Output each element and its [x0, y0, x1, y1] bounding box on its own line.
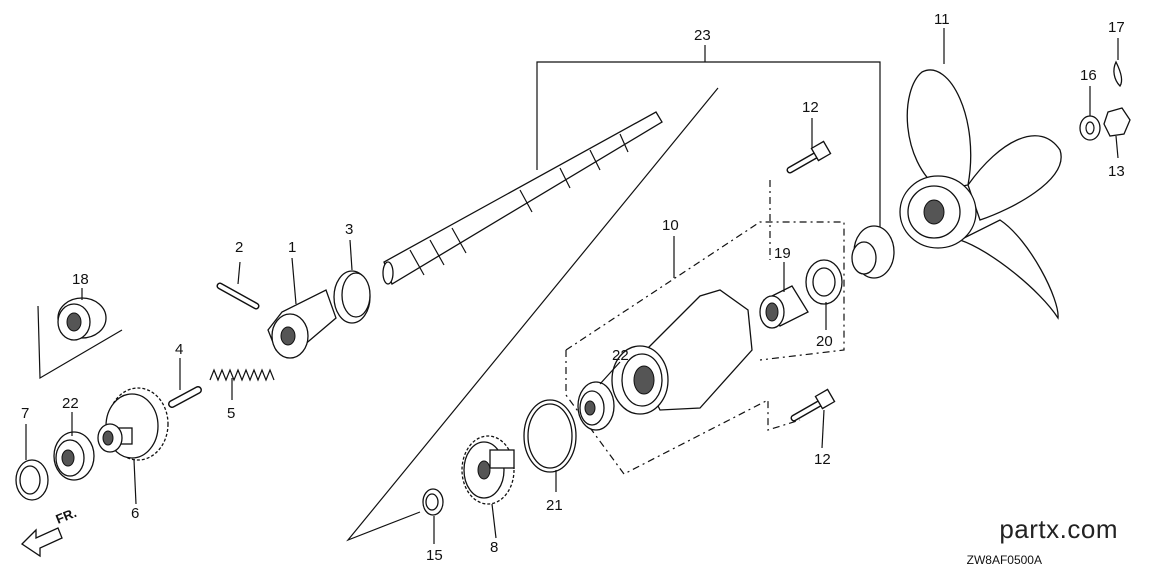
callout-8: 8 — [490, 539, 498, 556]
callout-7: 7 — [21, 405, 29, 422]
bearing-22-right — [577, 381, 615, 431]
callout-22-left: 22 — [62, 395, 79, 412]
gear-6 — [97, 387, 169, 461]
gear-8 — [461, 435, 515, 505]
callout-10: 10 — [662, 217, 679, 234]
guide-triangle — [346, 87, 719, 542]
diagram-code: ZW8AF0500A — [966, 553, 1042, 567]
callout-23: 23 — [694, 27, 711, 44]
front-direction-arrow-icon — [20, 527, 63, 558]
front-direction-label: FR. — [54, 505, 79, 527]
bracket-10-upper — [565, 221, 845, 361]
bracket-18 — [37, 305, 123, 380]
callout-1: 1 — [288, 239, 296, 256]
bracket-23 — [536, 61, 881, 230]
seal-20 — [805, 259, 843, 305]
callout-17: 17 — [1108, 19, 1125, 36]
washer-16 — [1079, 115, 1101, 141]
callout-3: 3 — [345, 221, 353, 238]
callout-6: 6 — [131, 505, 139, 522]
callout-13: 13 — [1108, 163, 1125, 180]
bolt-12-bottom — [790, 388, 836, 422]
callout-12-bottom: 12 — [814, 451, 831, 468]
callout-5: 5 — [227, 405, 235, 422]
propeller-shaft — [382, 111, 663, 285]
bearing-18 — [57, 297, 107, 341]
callout-12-top: 12 — [802, 99, 819, 116]
propeller-11 — [899, 69, 1062, 320]
callout-2: 2 — [235, 239, 243, 256]
bearing-holder-10 — [611, 289, 753, 415]
washer-7 — [15, 459, 49, 501]
o-ring-21 — [523, 399, 577, 473]
callout-4: 4 — [175, 341, 183, 358]
cotter-pin-17 — [1113, 60, 1123, 88]
callout-19: 19 — [774, 245, 791, 262]
callout-11: 11 — [934, 11, 950, 28]
spring-5 — [209, 368, 275, 382]
callout-16: 16 — [1080, 67, 1097, 84]
callout-15: 15 — [426, 547, 443, 564]
ring-15 — [422, 488, 444, 516]
bearing-22-left — [53, 431, 95, 481]
watermark-brand: partx.com — [999, 514, 1118, 544]
callout-22-right: 22 — [612, 347, 629, 364]
bolt-12-top — [786, 140, 832, 174]
clutch-1 — [267, 289, 337, 359]
ring-3 — [333, 270, 371, 324]
needle-bearing-19 — [759, 285, 809, 329]
callout-20: 20 — [816, 333, 833, 350]
leader-lines — [25, 28, 1119, 544]
bracket-10-lower — [565, 350, 801, 475]
nut-13 — [1103, 107, 1131, 137]
callout-18: 18 — [72, 271, 89, 288]
thrust-washer — [851, 225, 895, 279]
callout-21: 21 — [546, 497, 563, 514]
